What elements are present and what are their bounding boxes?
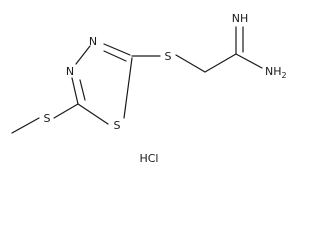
bond-s1-c2 xyxy=(123,57,133,119)
atom-nh2: NH2 xyxy=(265,65,287,80)
bond-ch2-camidine xyxy=(204,53,237,73)
bond-smethyl-ch3 xyxy=(11,117,40,134)
bond-c5-smethyl xyxy=(53,103,79,119)
bond-c-nh2 xyxy=(235,53,263,69)
atom-nh2-subscript: 2 xyxy=(282,71,287,80)
bond-c2-n3-double xyxy=(103,50,127,62)
bond-n4-c5-double xyxy=(79,79,86,101)
atom-s-thioether: S xyxy=(165,50,172,63)
bond-n4-c5 xyxy=(71,77,79,105)
salt-label: HCl xyxy=(139,152,158,165)
bond-s-ch2 xyxy=(175,54,206,73)
atom-nh-imine: NH xyxy=(232,12,249,25)
bond-c5-s1 xyxy=(77,103,109,125)
atom-s-ring: S xyxy=(114,119,121,132)
molecule-diagram: N N S S S NH NH2 HCl xyxy=(11,12,287,165)
bond-c2-n3 xyxy=(103,43,131,56)
atom-n-left: N xyxy=(66,65,74,78)
atom-n-top: N xyxy=(89,35,97,48)
structure-canvas: N N S S S NH NH2 HCl xyxy=(11,12,287,165)
bond-n3-n4 xyxy=(75,45,91,65)
atom-nh2-main: NH xyxy=(265,65,282,78)
atom-s-methyl: S xyxy=(44,112,51,125)
